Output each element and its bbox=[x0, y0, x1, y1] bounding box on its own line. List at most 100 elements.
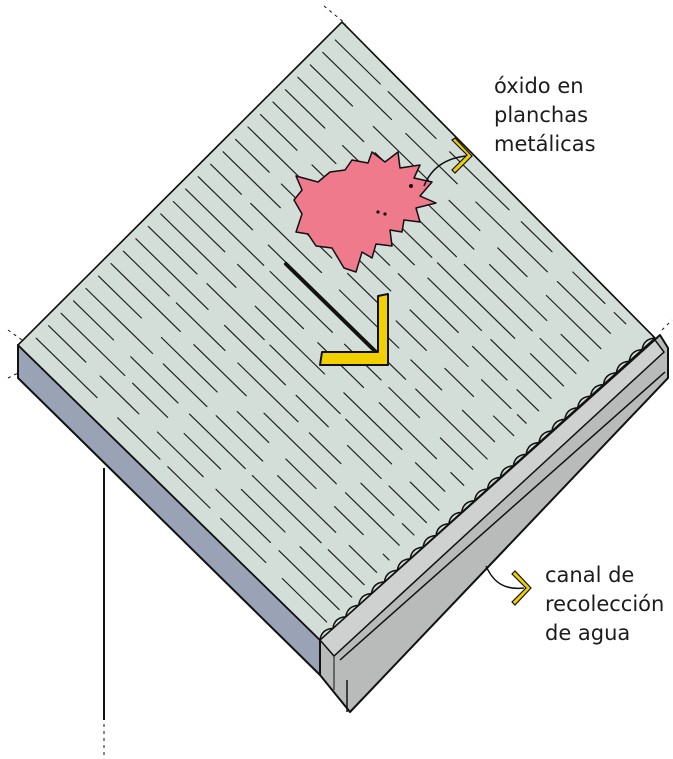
corrugation-line bbox=[481, 379, 512, 409]
corrugation-line bbox=[215, 415, 264, 462]
gutter-label-line: recolección bbox=[545, 592, 665, 616]
corrugation-line bbox=[295, 394, 329, 428]
rust-label: óxido en planchas metálicas bbox=[494, 72, 596, 159]
corrugation-line bbox=[269, 270, 333, 333]
corrugation-line bbox=[345, 492, 400, 546]
corrugation-line bbox=[348, 544, 378, 573]
corrugation-line bbox=[210, 163, 242, 195]
corrugation-line bbox=[254, 305, 326, 375]
corrugation-line bbox=[269, 344, 341, 415]
corrugation-line bbox=[461, 409, 496, 443]
corrugation-line bbox=[388, 386, 421, 419]
corrugation-line bbox=[224, 324, 286, 386]
corrugation-line bbox=[427, 277, 483, 332]
roof-corrugations bbox=[35, 39, 627, 623]
corrugation-line bbox=[197, 176, 254, 231]
corrugation-line bbox=[387, 91, 437, 140]
corrugation-line bbox=[444, 367, 475, 397]
corrugation-line bbox=[334, 39, 381, 85]
corrugation-line bbox=[309, 64, 354, 107]
corrugation-line bbox=[409, 309, 469, 368]
corrugation-line bbox=[285, 458, 317, 490]
corrugation-line bbox=[560, 333, 590, 362]
corrugation-line bbox=[160, 213, 237, 288]
corrugation-line bbox=[545, 294, 602, 350]
corrugation-line bbox=[410, 359, 443, 391]
gutter-label-line: de agua bbox=[545, 621, 631, 645]
roof-sheet-outline bbox=[17, 21, 657, 641]
rust-label-line: metálicas bbox=[494, 132, 596, 156]
corrugation-line bbox=[284, 89, 326, 129]
corrugation-line bbox=[395, 320, 427, 351]
corrugation-line bbox=[206, 283, 265, 341]
corrugation-line bbox=[237, 362, 299, 423]
corrugation-line bbox=[388, 485, 427, 524]
corrugation-line bbox=[85, 287, 154, 355]
corrugation-line bbox=[281, 577, 328, 623]
corrugation-line bbox=[183, 432, 222, 470]
corrugation-line bbox=[492, 415, 515, 437]
guide-dashed-line bbox=[7, 371, 21, 379]
corrugation-line bbox=[529, 353, 565, 387]
corrugation-line bbox=[327, 549, 365, 586]
corrugation-line bbox=[235, 138, 270, 173]
corrugation-line bbox=[322, 51, 393, 121]
corrugation-line bbox=[415, 388, 488, 460]
corrugation-line bbox=[259, 113, 298, 151]
corrugation-line bbox=[372, 125, 429, 181]
corrugation-line bbox=[347, 445, 382, 480]
corrugation-line bbox=[475, 201, 549, 273]
corrugation-line bbox=[263, 412, 337, 485]
corrugation-line bbox=[237, 263, 305, 330]
corrugation-line bbox=[497, 247, 528, 278]
rust-label-line: óxido en bbox=[494, 74, 584, 98]
corrugation-line bbox=[405, 132, 458, 185]
corrugation-line bbox=[520, 221, 553, 253]
corrugation-line bbox=[572, 271, 606, 304]
corrugation-line bbox=[220, 517, 267, 564]
corrugation-line bbox=[110, 263, 181, 332]
corrugation-line bbox=[490, 339, 552, 399]
corrugation-line bbox=[215, 488, 271, 544]
gutter-top bbox=[318, 338, 666, 658]
corrugation-line bbox=[72, 300, 115, 341]
corrugation-line bbox=[299, 546, 353, 598]
corrugation-line bbox=[236, 411, 270, 443]
rust-dot bbox=[409, 184, 413, 188]
guide-dashed-line bbox=[323, 5, 347, 25]
corrugation-line bbox=[308, 432, 342, 465]
corrugation-line bbox=[47, 325, 87, 363]
corrugation-line bbox=[401, 523, 415, 536]
corrugation-line bbox=[382, 553, 390, 561]
gutter-inner-line bbox=[339, 371, 666, 661]
corrugation-line bbox=[272, 101, 337, 165]
corrugation-line bbox=[60, 312, 126, 377]
rust-patch bbox=[293, 151, 437, 273]
corrugation-line bbox=[449, 151, 510, 211]
rust-dot bbox=[376, 210, 380, 214]
corrugation-line bbox=[278, 550, 340, 611]
corrugation-line bbox=[378, 402, 438, 460]
rust-pointer-accent bbox=[451, 137, 473, 174]
corrugation-line bbox=[162, 363, 208, 408]
corrugation-line bbox=[156, 431, 204, 478]
gutter-label-line: canal de bbox=[545, 563, 635, 587]
corrugation-line bbox=[130, 356, 179, 404]
corrugation-line bbox=[135, 238, 209, 310]
corrugation-line bbox=[516, 389, 540, 412]
corrugation-line bbox=[556, 281, 612, 334]
corrugation-line bbox=[122, 250, 170, 297]
corrugation-line bbox=[427, 203, 475, 250]
corrugation-line bbox=[188, 413, 246, 470]
corrugation-line bbox=[463, 263, 533, 332]
corrugation-line bbox=[343, 392, 403, 450]
curved-pointer-arrow-icon bbox=[485, 565, 525, 590]
corrugation-line bbox=[450, 472, 465, 486]
corrugation-line bbox=[613, 311, 627, 325]
slope-arrowhead-accent bbox=[319, 293, 389, 366]
corrugation-line bbox=[448, 199, 481, 232]
corrugation-line bbox=[409, 481, 440, 511]
corrugation-line bbox=[436, 262, 516, 339]
corrugation-line bbox=[250, 202, 323, 274]
rust-label-line: planchas bbox=[494, 103, 589, 127]
